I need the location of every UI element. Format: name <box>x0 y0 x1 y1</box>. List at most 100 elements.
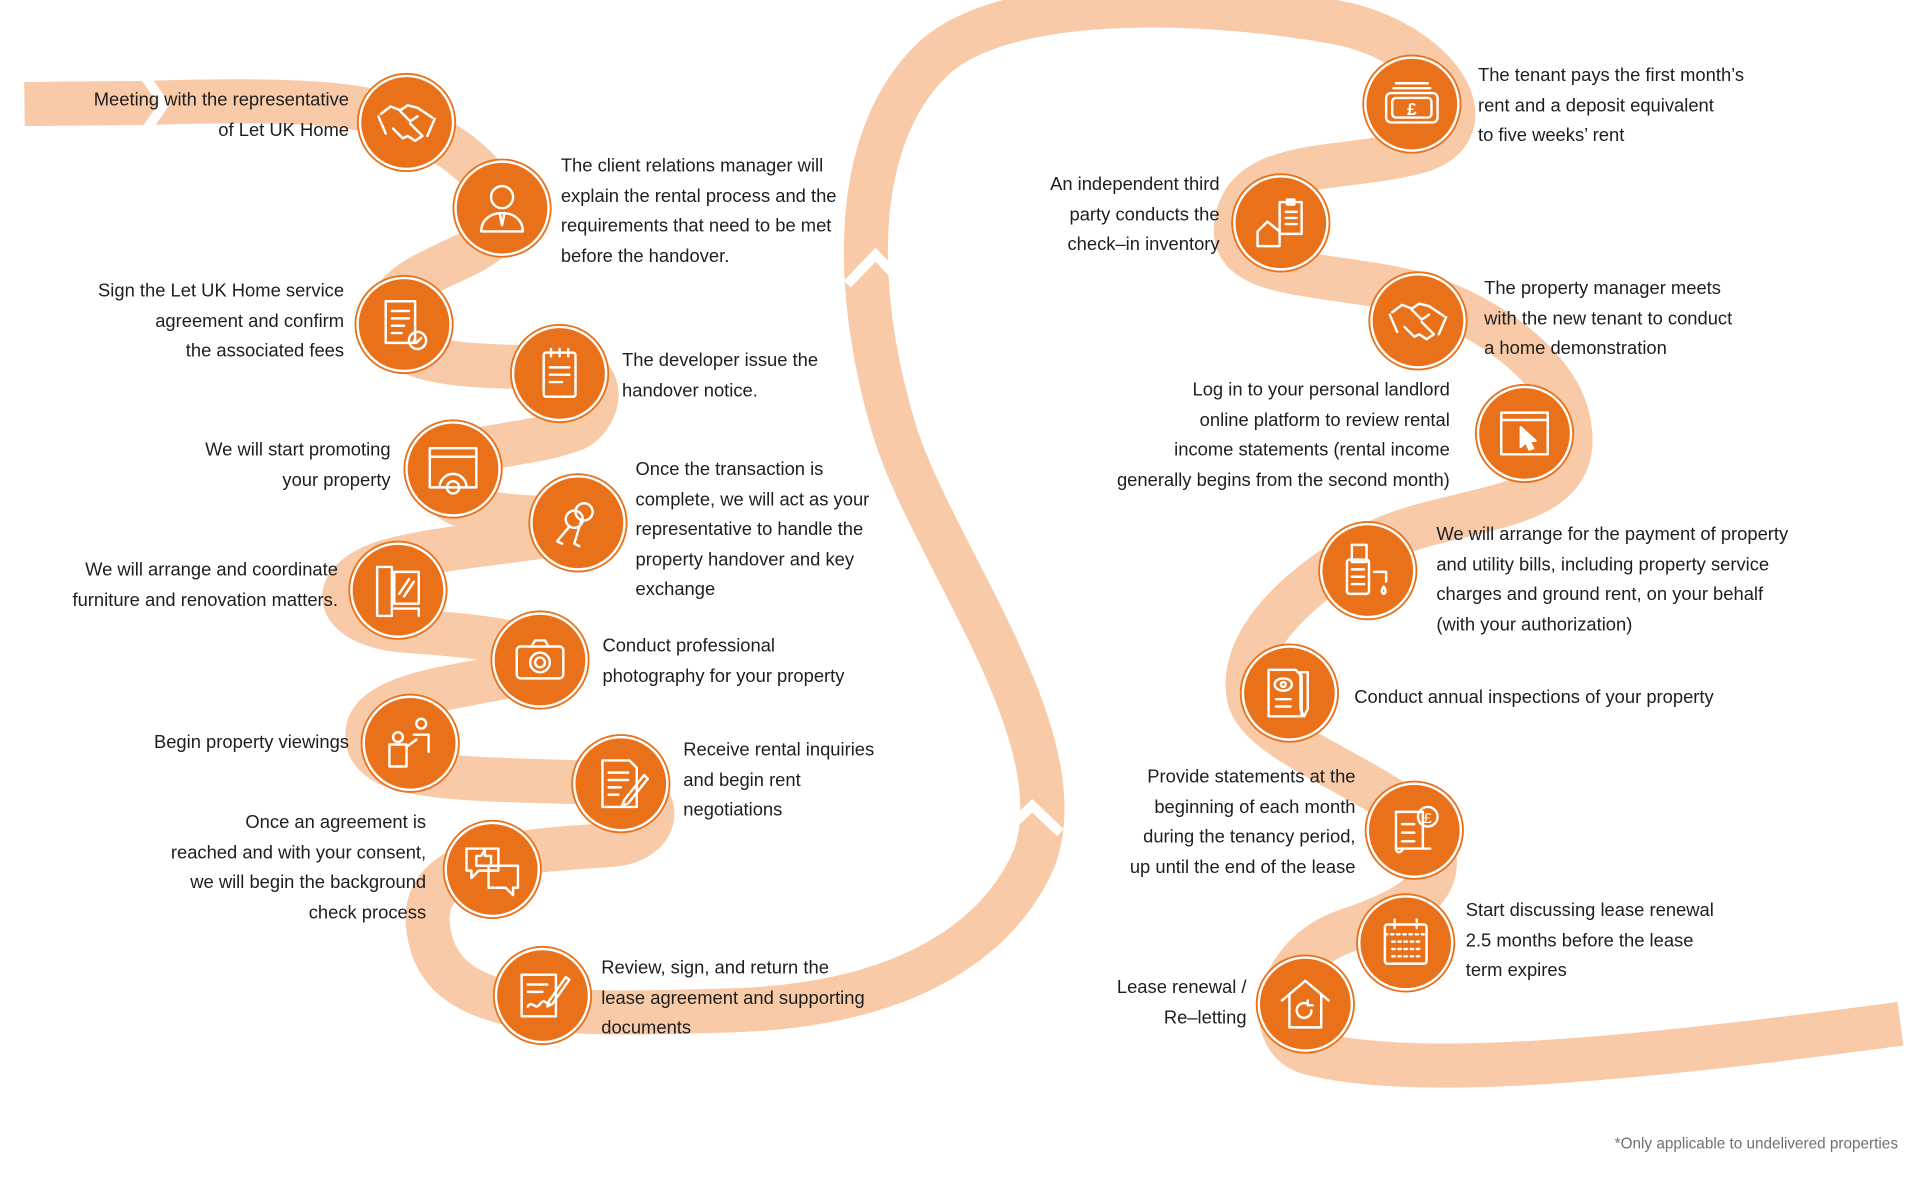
description-line: We will start promoting <box>205 439 391 461</box>
description-line: beginning of each month <box>1154 796 1356 818</box>
step-12-marker <box>497 950 588 1041</box>
description-line: generally begins from the second month) <box>1116 469 1450 491</box>
description-line: check process <box>308 901 427 923</box>
description-line: explain the rental process and the <box>560 185 837 207</box>
furniture-icon <box>375 565 421 618</box>
step-14-description: An independent third party conducts the ch… <box>1050 170 1220 260</box>
step-3-marker <box>358 279 450 370</box>
browser-cursor-icon <box>1500 411 1549 456</box>
step-4-marker <box>514 328 605 419</box>
description-line: Conduct professional <box>602 635 776 657</box>
person-icon <box>480 184 525 233</box>
bill-payment-icon <box>1345 543 1388 596</box>
handshake-icon <box>377 104 436 143</box>
description-line: of Let UK Home <box>218 119 349 141</box>
viewing-icon <box>388 717 430 768</box>
description-line: a home demonstration <box>1484 337 1667 359</box>
step-4-description: The developer issue the handover notice. <box>622 347 818 407</box>
step-13-description: The tenant pays the first month’s rent an… <box>1478 61 1744 151</box>
description-line: An independent third <box>1050 173 1220 195</box>
step-21-marker <box>1260 958 1351 1050</box>
step-2-marker <box>456 162 548 254</box>
camera-icon <box>515 639 565 680</box>
step-16-description: Log in to your personal landlord online p… <box>1117 376 1450 496</box>
description-line: The tenant pays the first month’s <box>1477 64 1745 86</box>
description-line: with the new tenant to conduct <box>1484 307 1733 329</box>
step-19-description: Provide statements at the beginning of ea… <box>1130 763 1356 883</box>
calendar-icon <box>1383 918 1428 965</box>
step-17-description: We will arrange for the payment of prope… <box>1436 520 1788 640</box>
description-line: to five weeks’ rent <box>1477 124 1625 146</box>
step-17-marker <box>1322 525 1414 616</box>
description-line: Meeting with the representative <box>93 89 349 111</box>
description-line: Start discussing lease renewal <box>1465 900 1714 921</box>
step-18-description: Conduct annual inspections of your prope… <box>1354 683 1713 713</box>
description-line: furniture and renovation matters. <box>72 589 338 611</box>
description-line: and utility bills, including property se… <box>1436 554 1770 575</box>
description-line: Log in to your personal landlord <box>1192 379 1450 401</box>
description-line: Sign the Let UK Home service <box>98 280 345 302</box>
description-line: Re–letting <box>1163 1007 1247 1028</box>
direction-chevron <box>140 73 171 136</box>
chat-thumbs-up-icon <box>465 847 520 897</box>
document-pen-icon <box>601 759 649 809</box>
description-line: photography for your property <box>602 665 845 687</box>
notepad-icon <box>542 347 577 398</box>
footnote: *Only applicable to undelivered properti… <box>1614 1135 1898 1153</box>
description-line: The property manager meets <box>1484 277 1721 299</box>
step-10-marker <box>575 738 667 829</box>
description-line: during the tenancy period, <box>1143 826 1356 848</box>
description-line: representative to handle the <box>635 519 864 541</box>
step-6-marker <box>532 477 624 569</box>
step-9-marker <box>364 697 456 789</box>
description-line: Begin property viewings <box>153 732 349 754</box>
description-line: negotiations <box>683 799 783 821</box>
description-line: documents <box>601 1017 692 1039</box>
sign-contract-icon <box>520 973 571 1018</box>
step-15-marker <box>1372 275 1464 367</box>
step-12-description: Review, sign, and return the lease agreem… <box>601 954 864 1044</box>
description-line: term expires <box>1465 960 1567 981</box>
description-line: online platform to review rental <box>1199 409 1450 431</box>
description-line: the associated fees <box>185 340 345 362</box>
step-14-marker <box>1235 177 1327 269</box>
step-16-marker <box>1479 388 1570 479</box>
description-line: Receive rental inquiries <box>683 739 875 761</box>
house-renewal-icon <box>1280 979 1330 1029</box>
description-line: Provide statements at the <box>1147 766 1356 788</box>
inspection-icon <box>1267 668 1309 718</box>
step-20-marker <box>1360 897 1452 989</box>
signed-document-icon <box>384 300 428 351</box>
description-line: reached and with your consent, <box>170 841 427 863</box>
step-5-marker <box>407 423 499 515</box>
description-line: complete, we will act as your <box>635 489 870 511</box>
description-line: rent and a deposit equivalent <box>1477 94 1714 116</box>
description-line: Conduct annual inspections of your prope… <box>1354 686 1714 708</box>
description-line: 2.5 months before the lease <box>1465 930 1694 951</box>
description-line: charges and ground rent, on your behalf <box>1436 584 1764 605</box>
step-20-description: Start discussing lease renewal 2.5 months… <box>1466 896 1714 986</box>
description-line: The developer issue the <box>622 350 819 372</box>
description-line: Once the transaction is <box>635 459 824 481</box>
description-line: Review, sign, and return the <box>601 957 829 979</box>
description-line: and begin rent <box>683 769 801 791</box>
step-1-marker <box>361 77 452 168</box>
svg-text:£: £ <box>1424 811 1432 827</box>
description-line: party conducts the <box>1069 203 1220 225</box>
description-line: (with your authorization) <box>1436 614 1633 635</box>
description-line: lease agreement and supporting <box>601 987 865 1009</box>
step-13-marker: £ <box>1366 58 1458 150</box>
description-line: check–in inventory <box>1067 233 1220 255</box>
clipboard-house-icon <box>1256 198 1303 248</box>
statement-icon: £ <box>1394 805 1439 854</box>
step-8-marker <box>494 614 586 706</box>
description-line: handover notice. <box>622 380 758 402</box>
direction-chevron <box>1000 798 1064 837</box>
step-15-description: The property manager meets with the new t… <box>1484 274 1732 364</box>
description-line: We will arrange for the payment of prope… <box>1436 524 1789 545</box>
step-19-marker: £ <box>1368 784 1460 876</box>
